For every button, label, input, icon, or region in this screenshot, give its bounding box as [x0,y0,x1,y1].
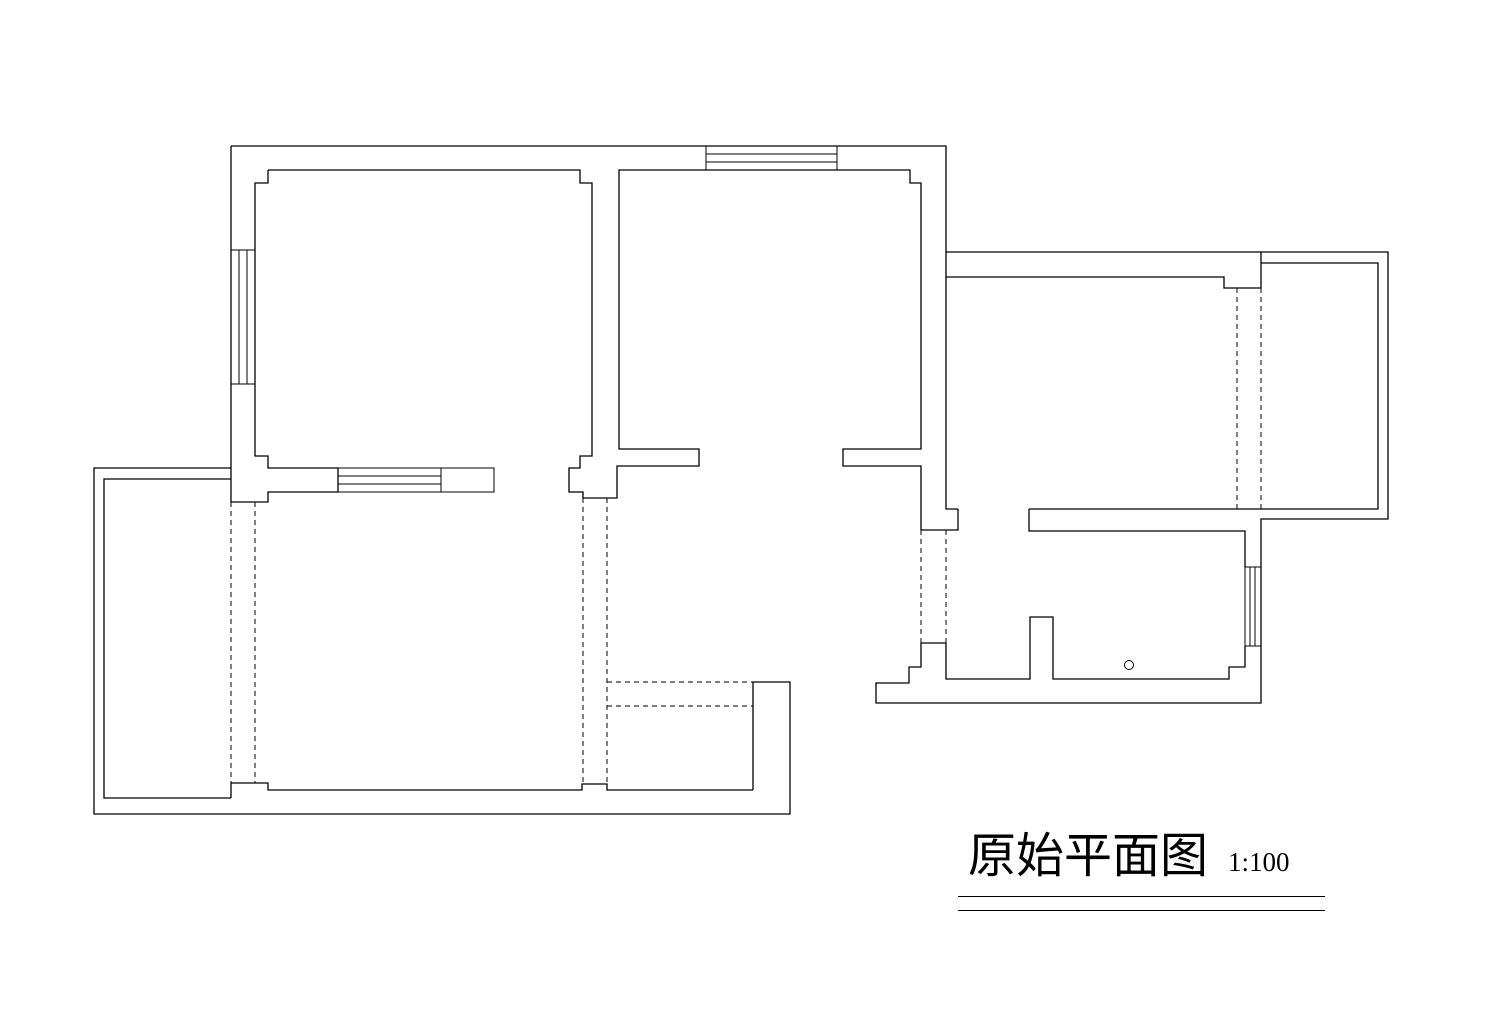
outer-wall [231,145,1389,704]
partition-right [945,508,1261,680]
window-right [1244,566,1262,647]
room-right [945,252,1262,289]
room-top-left-walls [230,146,339,503]
balcony-right [1261,262,1379,510]
title-underline-bottom [958,910,1325,911]
window-top [705,145,838,171]
left-annex-wall [93,467,791,815]
drawing-title-block: 原始平面图 1:100 [958,824,1328,914]
room-right-walls [945,277,958,510]
left-annex-inner [103,478,231,799]
drawing-scale: 1:100 [1228,847,1290,877]
window-middle [337,467,495,493]
title-underline-top [958,896,1325,897]
floor-drain-icon [1124,660,1134,670]
window-left [230,249,256,385]
room-bottom-left [230,782,753,798]
drawing-title: 原始平面图 [968,828,1209,884]
room-top-left [268,169,959,531]
